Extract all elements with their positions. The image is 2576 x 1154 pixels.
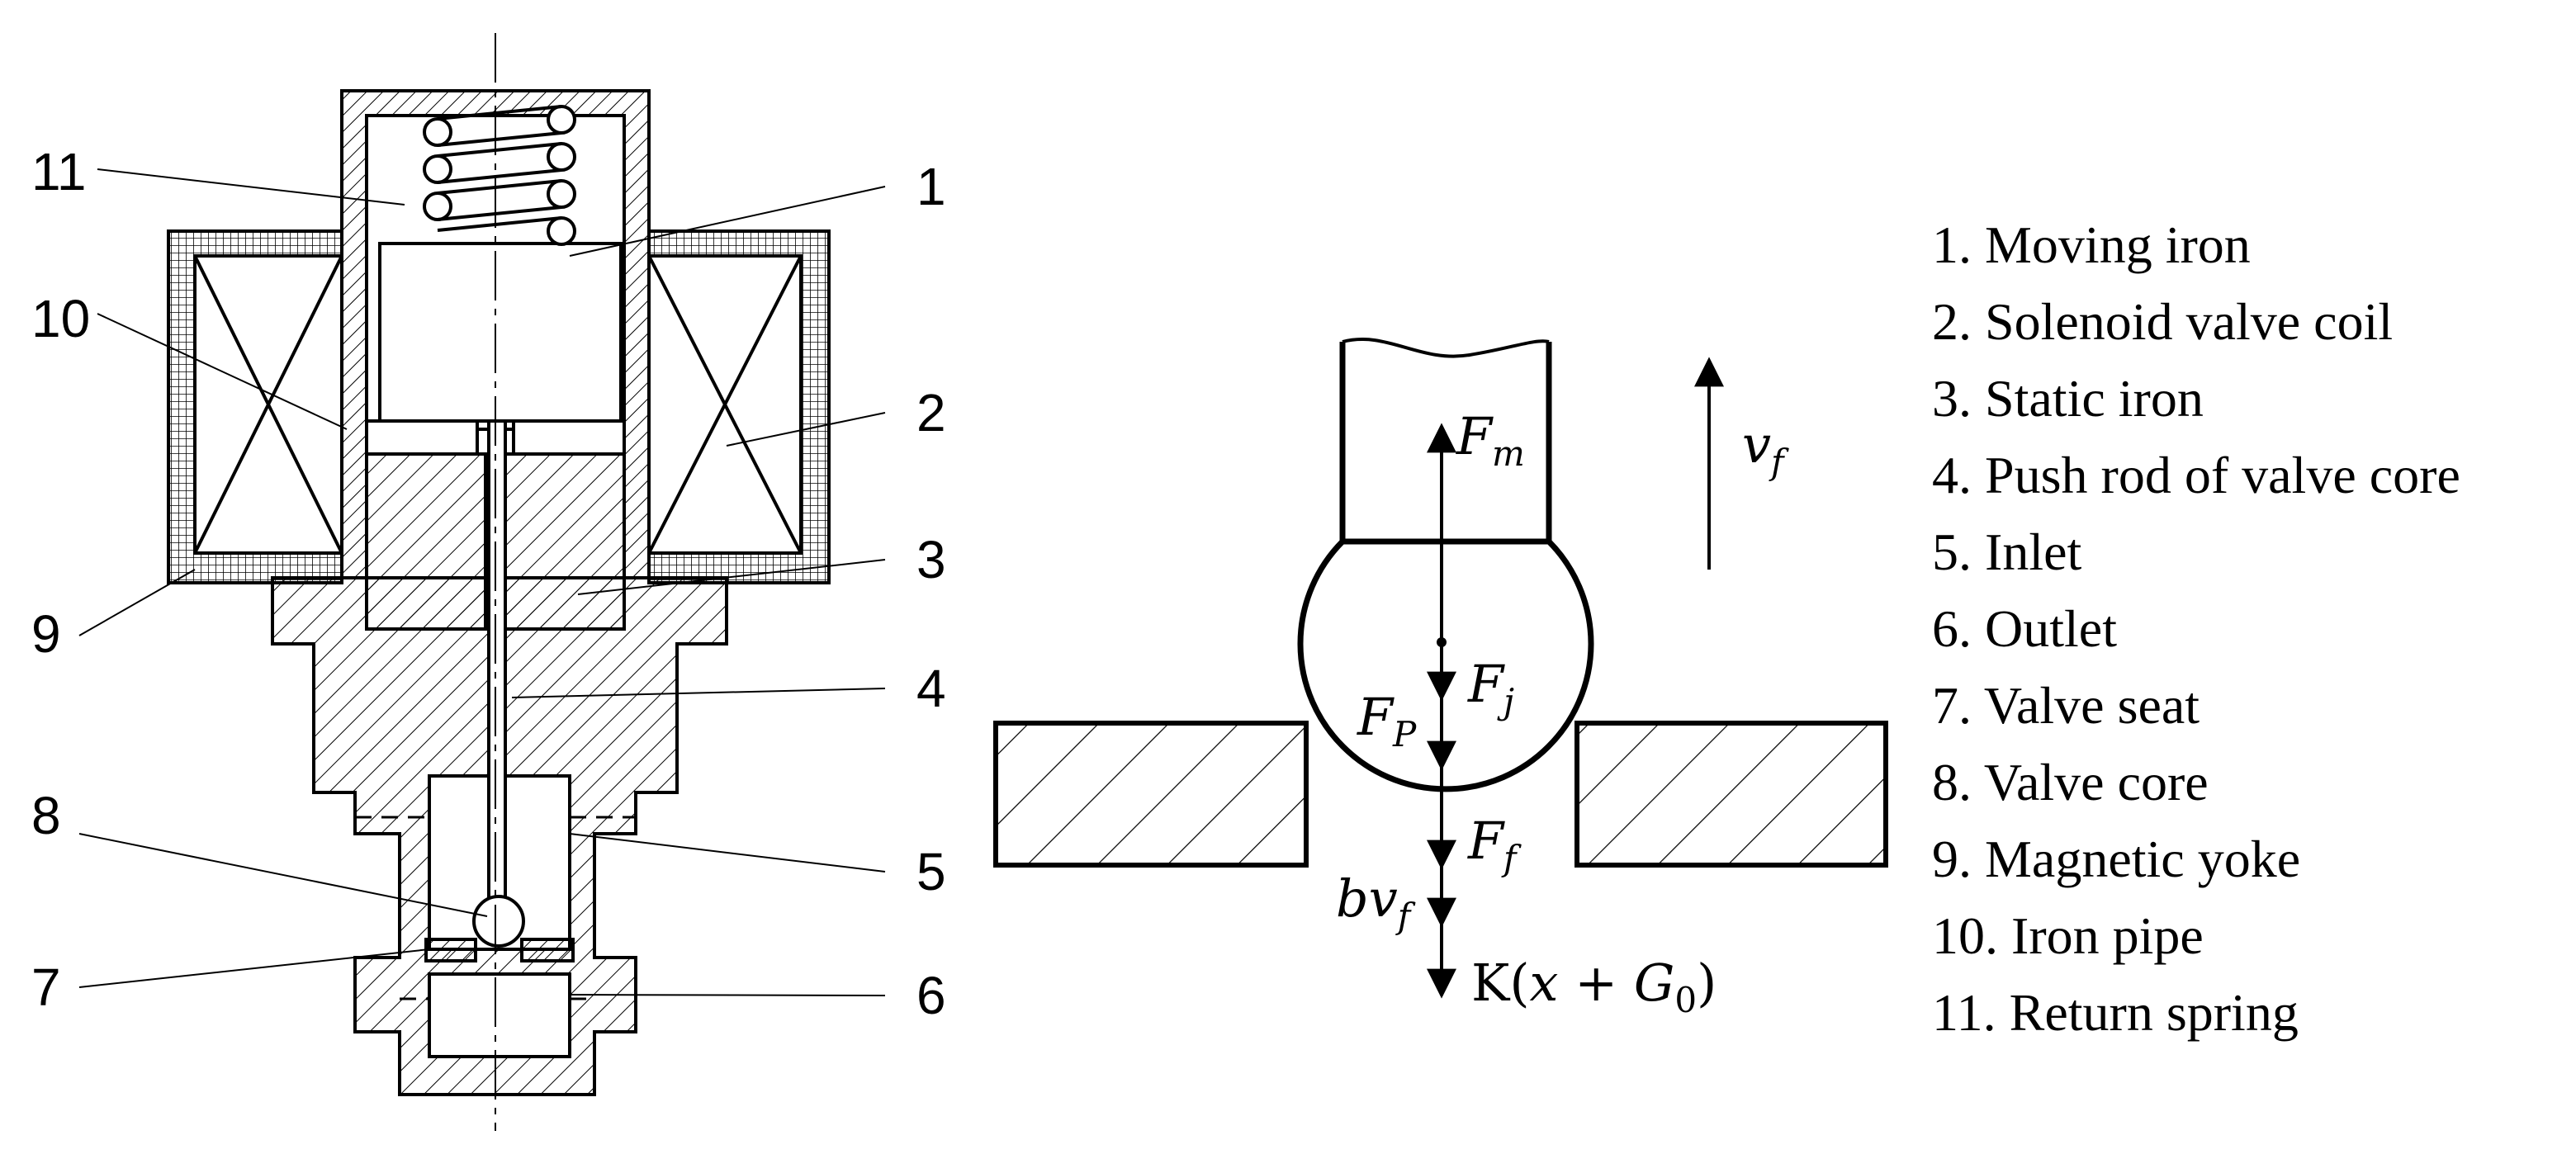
push-rod-top bbox=[1339, 342, 1552, 542]
callout-11: 11 bbox=[31, 142, 86, 201]
push-rod bbox=[487, 419, 507, 910]
leader-lines bbox=[78, 168, 886, 996]
force-diagram bbox=[993, 338, 1888, 999]
legend-item: 2. Solenoid valve coil bbox=[1932, 292, 2394, 351]
callout-2: 2 bbox=[916, 383, 946, 442]
valve-cross-section bbox=[167, 33, 831, 1131]
label-spring: K(x + G0) bbox=[1471, 953, 1717, 1020]
legend-item: 9. Magnetic yoke bbox=[1932, 830, 2301, 888]
legend-item: 5. Inlet bbox=[1932, 523, 2082, 581]
seat-block-left bbox=[993, 721, 1309, 868]
component-legend: 1. Moving iron 2. Solenoid valve coil 3.… bbox=[1932, 206, 2568, 1051]
moving-iron bbox=[378, 242, 623, 423]
legend-item: 7. Valve seat bbox=[1932, 676, 2200, 735]
label-vf: vf bbox=[1742, 414, 1789, 482]
return-spring bbox=[423, 105, 576, 246]
valve-core-ball bbox=[1297, 539, 1594, 792]
callout-7: 7 bbox=[31, 958, 61, 1017]
force-labels: Fm vf Fj FP Ff bvf K(x + G0) bbox=[1336, 406, 1789, 1020]
legend-item: 6. Outlet bbox=[1932, 599, 2117, 658]
callout-9: 9 bbox=[31, 604, 61, 664]
legend-item: 10. Iron pipe bbox=[1932, 906, 2204, 965]
callout-5: 5 bbox=[916, 842, 946, 901]
callout-6: 6 bbox=[916, 966, 946, 1025]
callouts: 11 1 10 2 9 3 4 8 5 7 6 bbox=[31, 142, 946, 1025]
seat-block-right bbox=[1574, 721, 1888, 868]
callout-1: 1 bbox=[916, 157, 946, 216]
label-FP: FP bbox=[1357, 687, 1417, 754]
legend-item: 3. Static iron bbox=[1932, 369, 2204, 428]
legend-item: 4. Push rod of valve core bbox=[1932, 446, 2460, 504]
legend-item: 8. Valve core bbox=[1932, 753, 2209, 811]
label-bvf: bvf bbox=[1336, 868, 1416, 936]
valve-seat bbox=[424, 938, 477, 962]
label-Fj: Fj bbox=[1467, 654, 1514, 721]
callout-4: 4 bbox=[916, 659, 946, 718]
callout-8: 8 bbox=[31, 786, 61, 845]
rod-break bbox=[1342, 338, 1550, 358]
valve-core bbox=[472, 895, 525, 948]
callout-10: 10 bbox=[31, 289, 90, 348]
label-Fm: Fm bbox=[1456, 406, 1525, 474]
label-Ff: Ff bbox=[1467, 811, 1522, 878]
callout-3: 3 bbox=[916, 530, 946, 589]
outlet-chamber bbox=[428, 972, 571, 1058]
legend-item: 11. Return spring bbox=[1932, 983, 2299, 1042]
legend-item: 1. Moving iron bbox=[1932, 215, 2251, 274]
